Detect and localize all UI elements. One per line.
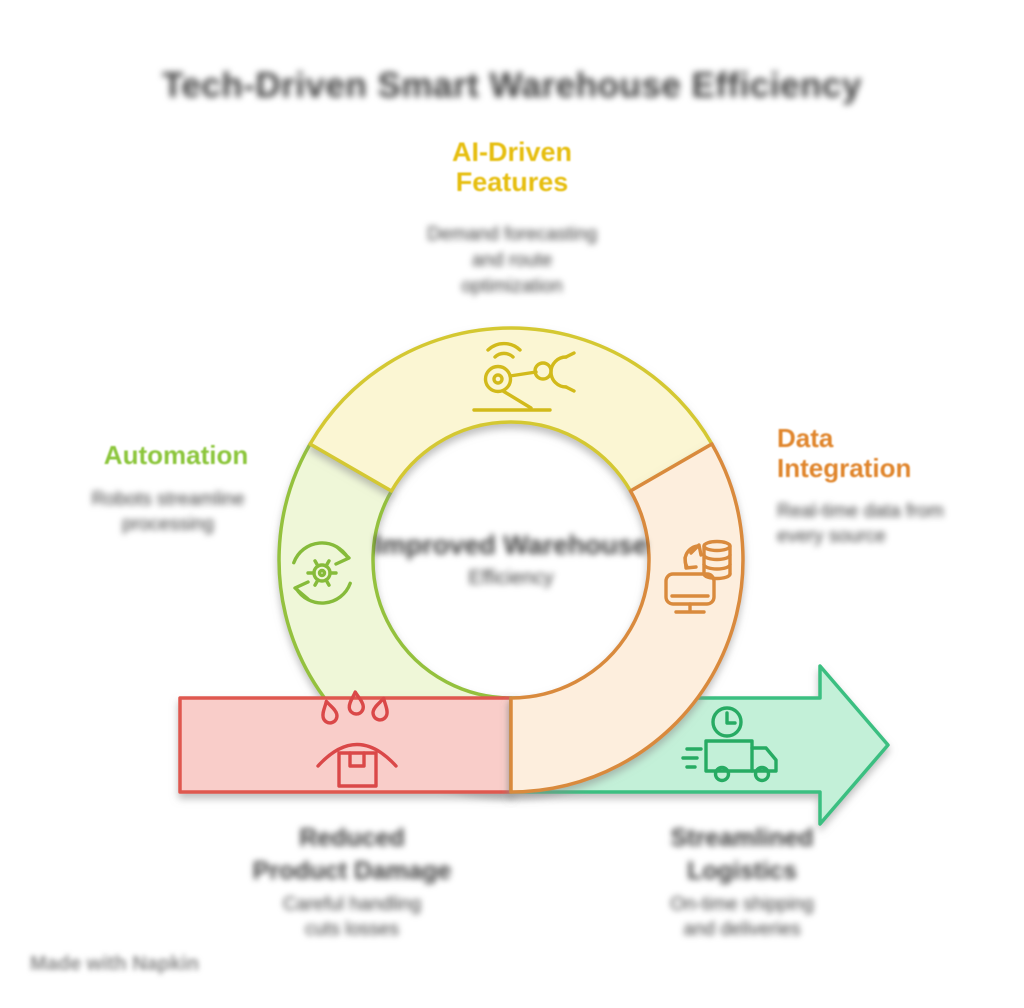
inventory-subtext: Careful handling cuts losses	[283, 893, 421, 942]
data-integration-segment	[509, 442, 745, 794]
inventory-title-line2: Product Damage	[252, 856, 452, 885]
package-drops-icon	[316, 690, 398, 788]
ai-driven-subtext: Demand forecasting and route optimizatio…	[427, 222, 597, 301]
delivery-truck-clock-icon	[681, 706, 778, 783]
data-integration-label: Data Integration	[777, 423, 912, 484]
ai-driven-label: AI-Driven Features	[451, 137, 573, 197]
center-text-line2: Efficiency	[468, 567, 554, 589]
inventory-subtext-line2: cuts losses	[305, 918, 399, 940]
ai-driven-label-line2: Features	[455, 166, 569, 197]
data-integration-subtext: Real-time data from every source	[777, 499, 944, 549]
inventory-title-line1: Reduced	[299, 824, 405, 852]
logistics-subtext-line1: On-time shipping	[670, 894, 814, 915]
automation-subtext-line1: Robots streamline	[91, 489, 245, 510]
ai-driven-label-line1: AI-Driven	[451, 137, 573, 167]
ai-driven-subtext-line1: Demand forecasting	[426, 224, 598, 245]
inventory-title: Reduced Product Damage	[253, 822, 452, 887]
logistics-subtext-line2: and deliveries	[683, 918, 801, 940]
automation-subtext: Robots streamline processing	[91, 487, 244, 537]
data-integration-label-line2: Integration	[777, 452, 912, 483]
gear-sync-icon	[292, 541, 352, 605]
watermark: Made with Napkin	[30, 953, 199, 975]
inventory-subtext-line1: Careful handling	[282, 894, 422, 915]
center-text-line1: Improved Warehouse	[374, 530, 648, 560]
logistics-title-line1: Streamlined	[670, 824, 814, 852]
center-text: Improved Warehouse Efficiency	[374, 530, 648, 590]
logistics-title: Streamlined Logistics	[670, 822, 813, 887]
data-integration-subtext-line2: every source	[777, 526, 886, 548]
automation-label: Automation	[103, 440, 249, 470]
diagram-title: Tech-Driven Smart Warehouse Efficiency	[162, 66, 862, 105]
data-integration-subtext-line1: Real-time data from	[777, 501, 944, 522]
automation-subtext-line2: processing	[122, 514, 214, 536]
logistics-title-line2: Logistics	[687, 856, 797, 885]
robot-arm-icon	[472, 341, 576, 412]
ai-driven-subtext-line2: and route	[471, 250, 553, 272]
monitor-database-sync-icon	[664, 539, 732, 614]
data-integration-label-line1: Data	[777, 423, 834, 453]
ai-driven-subtext-line3: optimization	[461, 276, 563, 298]
logistics-subtext: On-time shipping and deliveries	[670, 893, 814, 942]
